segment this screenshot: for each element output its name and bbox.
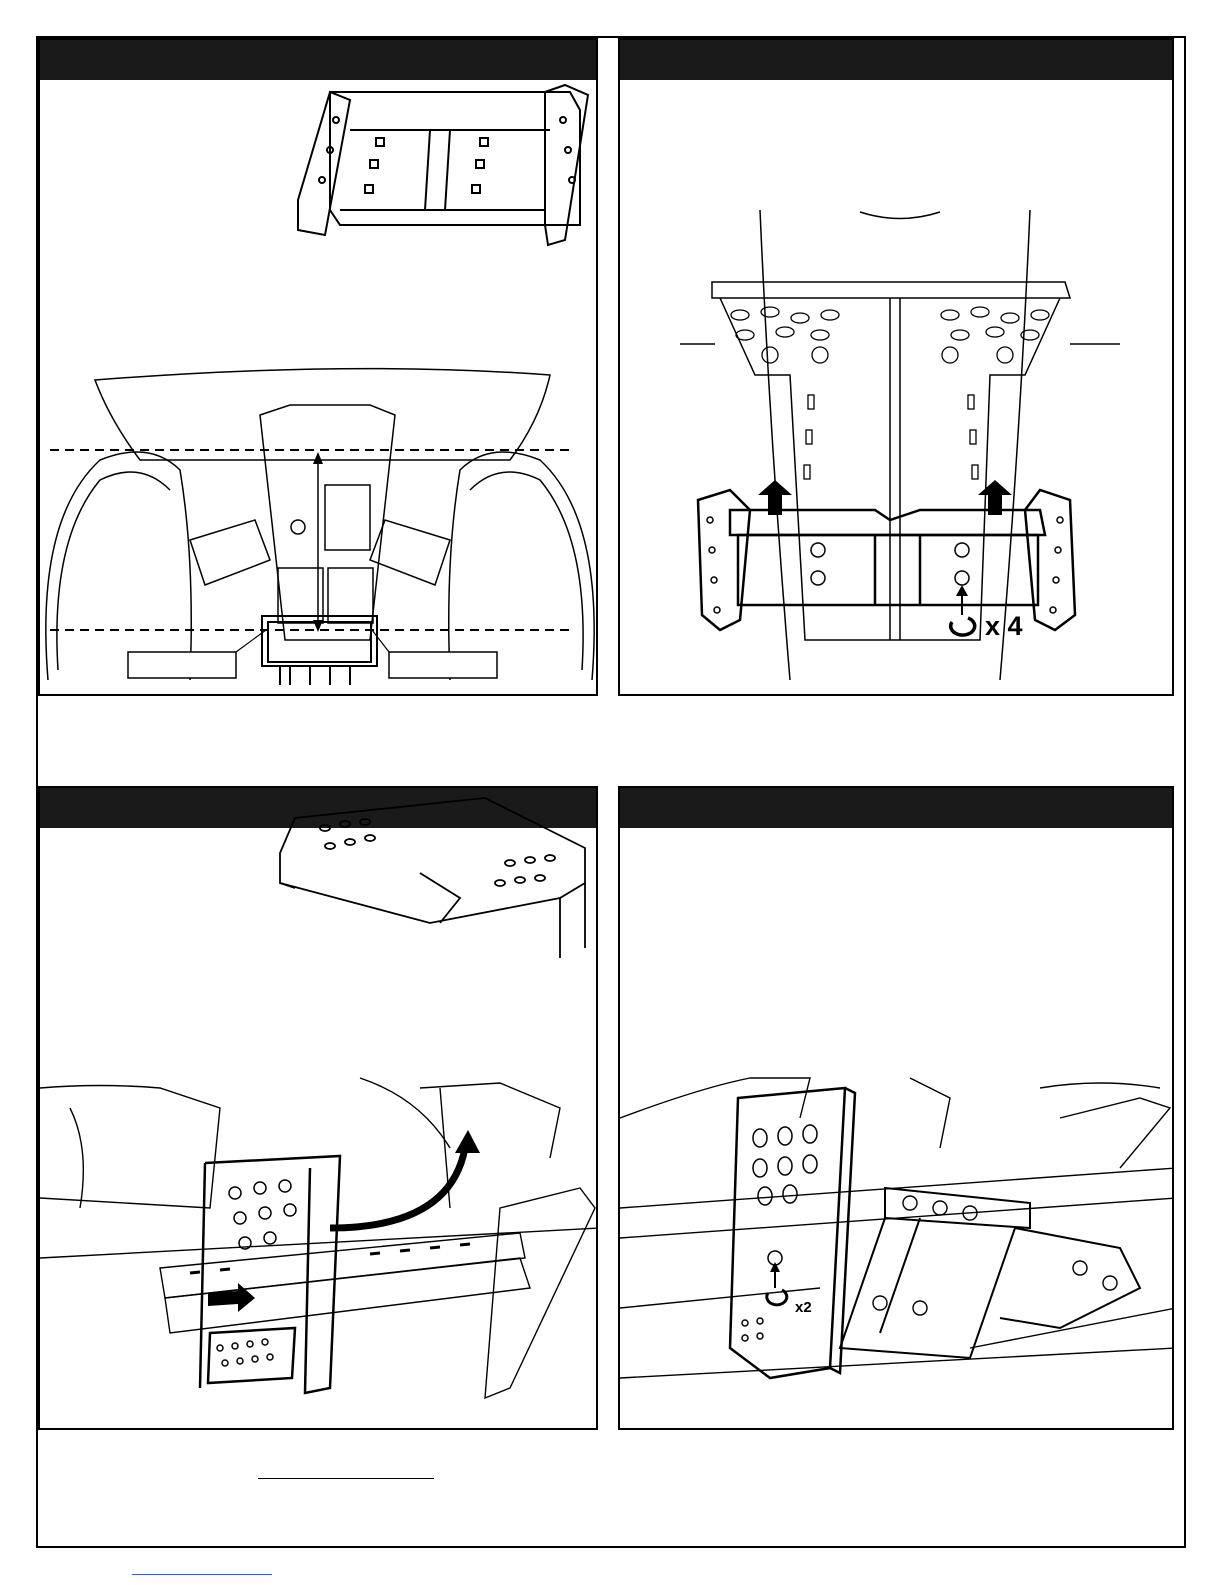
link-underline xyxy=(258,1478,434,1479)
quantity-callout: x 4 xyxy=(985,611,1023,641)
step-panel-4: x2 xyxy=(618,786,1174,1430)
front-suspension-illustration xyxy=(40,40,598,696)
skid-plate-install-illustration xyxy=(40,788,598,1430)
skid-plate-bolt-illustration: x2 xyxy=(620,788,1174,1430)
footer-link-underline[interactable] xyxy=(132,1574,272,1575)
step-panel-3 xyxy=(38,786,598,1430)
right-arrow-icon xyxy=(208,1283,255,1312)
quantity-callout: x2 xyxy=(795,1299,812,1316)
label-box-right xyxy=(389,652,497,678)
rotate-nut-icon xyxy=(951,585,975,635)
step-panel-2: x 4 xyxy=(618,38,1174,696)
crossmember-install-illustration: x 4 xyxy=(620,40,1174,696)
skid-plate-icon xyxy=(280,798,585,958)
curved-arrow-icon xyxy=(330,1148,465,1228)
label-box-left xyxy=(128,652,236,678)
crossmember-icon xyxy=(298,85,588,245)
vehicle-front xyxy=(46,369,594,680)
step-panel-1 xyxy=(38,38,598,696)
rotate-nut-icon xyxy=(767,1262,787,1305)
